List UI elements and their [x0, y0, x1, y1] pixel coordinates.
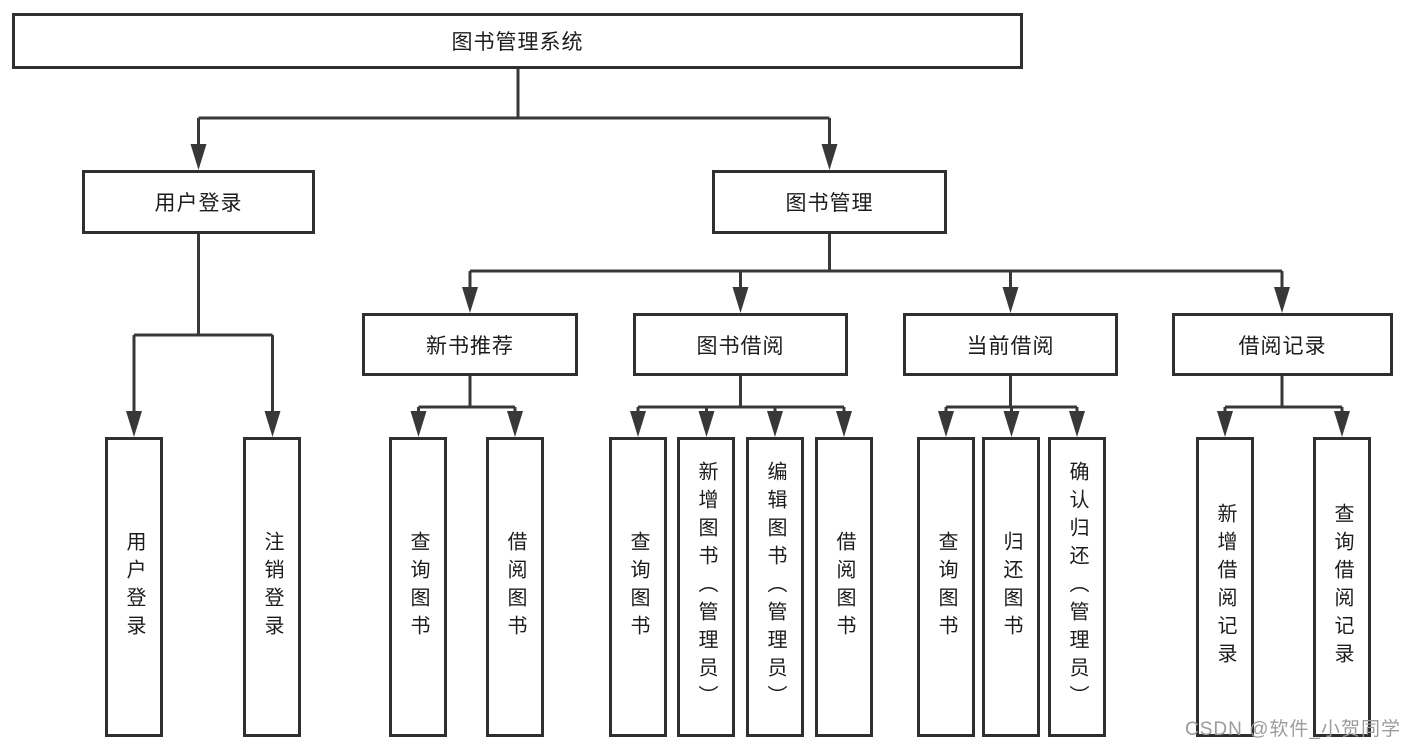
- node-label: 图书管理系统: [451, 31, 584, 54]
- node-label: 借阅记录: [1238, 334, 1327, 358]
- leaf-label: 查询图书: [627, 531, 649, 643]
- leaf-user-login: 用户登录: [105, 437, 163, 737]
- node-library-management-system: 图书管理系统: [12, 13, 1023, 69]
- leaf-label: 用户登录: [123, 531, 145, 643]
- leaf-record-add-borrow-record: 新增借阅记录: [1196, 437, 1254, 737]
- leaf-borrow-borrow-book: 借阅图书: [815, 437, 873, 737]
- leaf-label: 新增图书（管理员）: [695, 461, 717, 713]
- leaf-current-query-book: 查询图书: [917, 437, 975, 737]
- leaf-borrow-edit-book-admin: 编辑图书（管理员）: [746, 437, 804, 737]
- node-label: 新书推荐: [426, 334, 514, 358]
- leaf-logout-login: 注销登录: [243, 437, 301, 737]
- leaf-borrow-add-book-admin: 新增图书（管理员）: [677, 437, 735, 737]
- leaf-label: 借阅图书: [833, 531, 855, 643]
- node-new-book-recommend: 新书推荐: [362, 313, 578, 376]
- leaf-label: 新增借阅记录: [1214, 503, 1236, 671]
- leaf-label: 注销登录: [261, 531, 283, 643]
- node-current-borrow: 当前借阅: [903, 313, 1118, 376]
- leaf-current-confirm-return-admin: 确认归还（管理员）: [1048, 437, 1106, 737]
- node-book-borrow: 图书借阅: [633, 313, 848, 376]
- leaf-recommend-query-book: 查询图书: [389, 437, 447, 737]
- node-borrow-record: 借阅记录: [1172, 313, 1393, 376]
- leaf-label: 编辑图书（管理员）: [764, 461, 786, 713]
- leaf-record-query-borrow-record: 查询借阅记录: [1313, 437, 1371, 737]
- leaf-borrow-query-book: 查询图书: [609, 437, 667, 737]
- node-label: 当前借阅: [966, 334, 1055, 358]
- node-label: 图书管理: [785, 192, 874, 215]
- leaf-recommend-borrow-book: 借阅图书: [486, 437, 544, 737]
- leaf-label: 归还图书: [1000, 531, 1022, 643]
- leaf-label: 查询图书: [407, 531, 429, 643]
- leaf-label: 查询图书: [935, 531, 957, 643]
- connector-wires: [132, 69, 1344, 424]
- node-label: 图书借阅: [696, 334, 785, 358]
- node-label: 用户登录: [154, 192, 243, 215]
- node-book-management: 图书管理: [712, 170, 947, 234]
- leaf-current-return-book: 归还图书: [982, 437, 1040, 737]
- leaf-label: 借阅图书: [504, 531, 526, 643]
- csdn-watermark: CSDN @软件_小贺同学: [1185, 719, 1401, 740]
- leaf-label: 查询借阅记录: [1331, 503, 1353, 671]
- node-user-login-group: 用户登录: [82, 170, 315, 234]
- leaf-label: 确认归还（管理员）: [1066, 461, 1088, 713]
- arrow-down-icon: [126, 144, 1350, 437]
